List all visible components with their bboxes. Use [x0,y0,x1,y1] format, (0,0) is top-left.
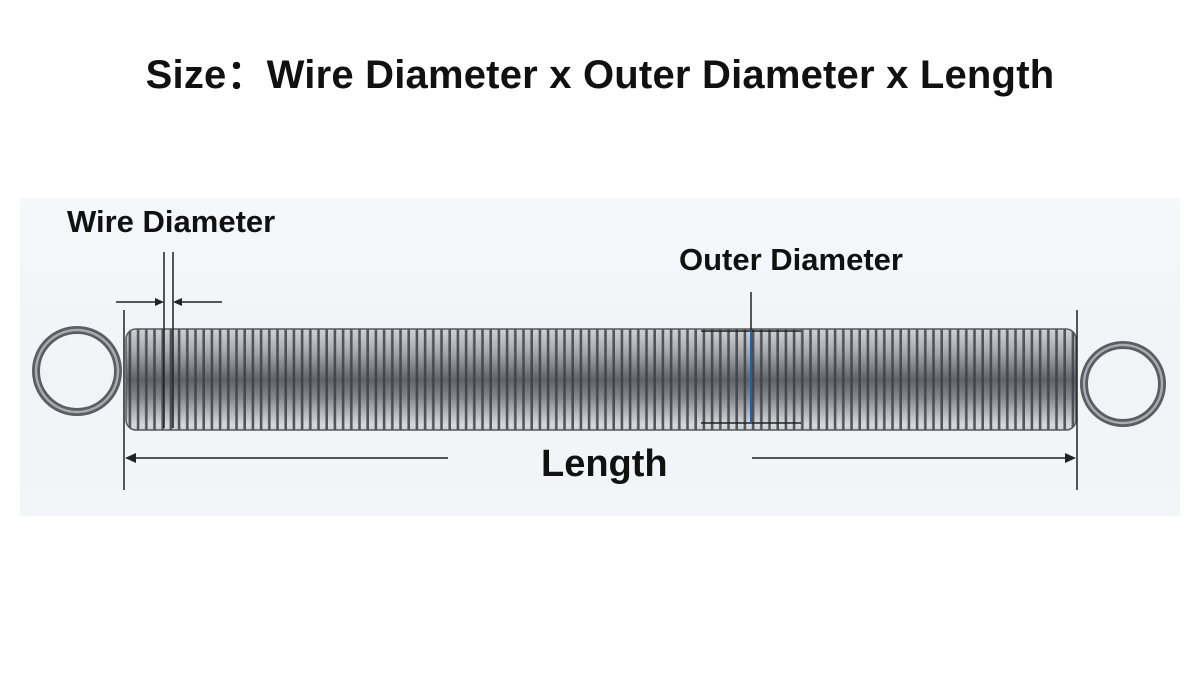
left-hook-loop [32,326,122,416]
page-title: Size：Wire Diameter x Outer Diameter x Le… [145,53,1055,97]
length-dimension [123,310,1078,490]
wire-diameter-label: Wire Diameter [67,204,276,239]
spring-coil-body [125,328,1077,431]
outer-diameter-dimension [701,292,801,424]
right-hook-loop [1080,341,1166,427]
wire-diameter-dimension [116,252,222,428]
outer-diameter-label: Outer Diameter [679,242,903,277]
length-label: Length [541,443,668,485]
